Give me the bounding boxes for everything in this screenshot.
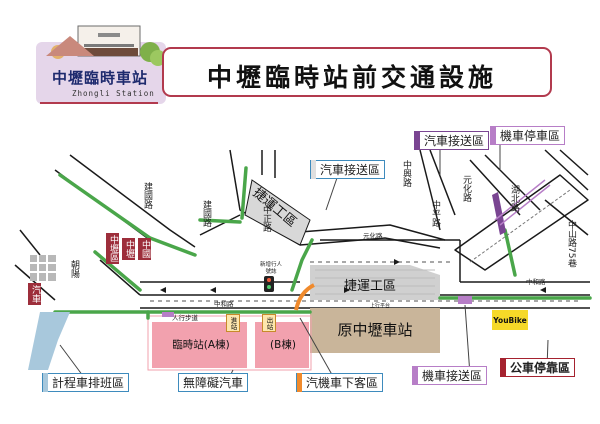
sign-2: 中壢 bbox=[122, 238, 135, 260]
taxi-lane bbox=[28, 312, 70, 370]
station-name: 中壢臨時車站 bbox=[52, 69, 149, 87]
sign-4: 汽車 bbox=[28, 283, 41, 305]
ped-signal-label: 新增行人號誌 bbox=[259, 262, 282, 275]
purple-markers bbox=[162, 192, 506, 317]
car-scooter-dropoff-swatch bbox=[297, 373, 302, 392]
rail-line bbox=[469, 189, 571, 263]
road-hubei: 湖北路 bbox=[509, 185, 519, 212]
car-dropoff-right-tag: 汽車接送區 bbox=[414, 131, 490, 150]
sign-3: 中國 bbox=[138, 238, 151, 260]
mrt-works-zone bbox=[310, 265, 440, 300]
traffic-light-icon bbox=[264, 276, 274, 292]
scooter-parking-tag: 機車停車區 bbox=[490, 126, 566, 145]
sign-1: 中壢區 bbox=[106, 233, 119, 264]
old-station-block bbox=[310, 308, 440, 353]
road-zhongzheng: 中正路 bbox=[261, 205, 271, 232]
road-sidewalk: 人行步道 bbox=[172, 314, 198, 322]
bus-swatch bbox=[501, 358, 506, 377]
car-dropoff-top-swatch bbox=[311, 160, 316, 179]
bus-tag: 公車停靠區 bbox=[500, 358, 576, 377]
entrance-marker: 進站 bbox=[226, 314, 240, 332]
taxi-swatch bbox=[43, 373, 48, 392]
car-dropoff-right-swatch bbox=[415, 131, 420, 150]
road-zhonghe-east: 中和路 bbox=[526, 278, 546, 286]
taxi-tag: 計程車排班區 bbox=[42, 373, 130, 392]
temp-station-a-label: 臨時站(A棟) bbox=[172, 338, 230, 351]
youbike-label: YouBike bbox=[493, 315, 527, 325]
car-scooter-dropoff-tag: 汽機車下客區 bbox=[296, 373, 384, 392]
mrt-works-upper-block bbox=[244, 179, 311, 246]
road-zhongping: 中平路 bbox=[430, 200, 440, 227]
title-frame bbox=[162, 47, 552, 97]
temp-station-b-label: (B棟) bbox=[270, 338, 296, 351]
road-elevated: 上行平台 bbox=[370, 303, 391, 309]
dropoff-curve bbox=[294, 283, 315, 311]
station-illustration bbox=[36, 25, 166, 104]
road-zhonghe: 中和路 bbox=[214, 300, 234, 308]
road-zhongshan: 中山路75巷 bbox=[566, 220, 576, 268]
youbike-box bbox=[492, 310, 528, 330]
road-jianguo2: 建國路 bbox=[201, 200, 211, 227]
road-zhongxing: 中興路 bbox=[401, 160, 411, 187]
crosswalk-grid bbox=[30, 255, 56, 281]
scooter-parking-swatch bbox=[491, 126, 496, 145]
scooter-dropoff-swatch bbox=[413, 366, 418, 385]
mrt-works-main-label: 捷運工區 bbox=[343, 278, 396, 294]
accessible-tag: 無障礙汽車 bbox=[178, 373, 249, 392]
road-jianguo: 建國路 bbox=[142, 182, 152, 209]
old-station-label: 原中壢車站 bbox=[337, 320, 413, 339]
page-title: 中壢臨時站前交通設施 bbox=[207, 63, 498, 92]
scooter-dropoff-tag: 機車接送區 bbox=[412, 366, 488, 385]
station-name-en: Zhongli Station bbox=[72, 89, 155, 98]
exit-marker: 出站 bbox=[262, 314, 276, 332]
road-yuanhua-st: 元化路 bbox=[461, 175, 471, 202]
car-dropoff-top-tag: 汽車接送區 bbox=[310, 160, 386, 179]
traffic-arrows bbox=[160, 259, 546, 293]
road-chaojian: 朝陽 bbox=[69, 260, 79, 278]
green-paths bbox=[53, 166, 592, 320]
mrt-works-hatch bbox=[315, 269, 435, 295]
road-yuanhua: 元化路 bbox=[363, 232, 383, 240]
scooter-parking-stripes bbox=[494, 179, 551, 226]
